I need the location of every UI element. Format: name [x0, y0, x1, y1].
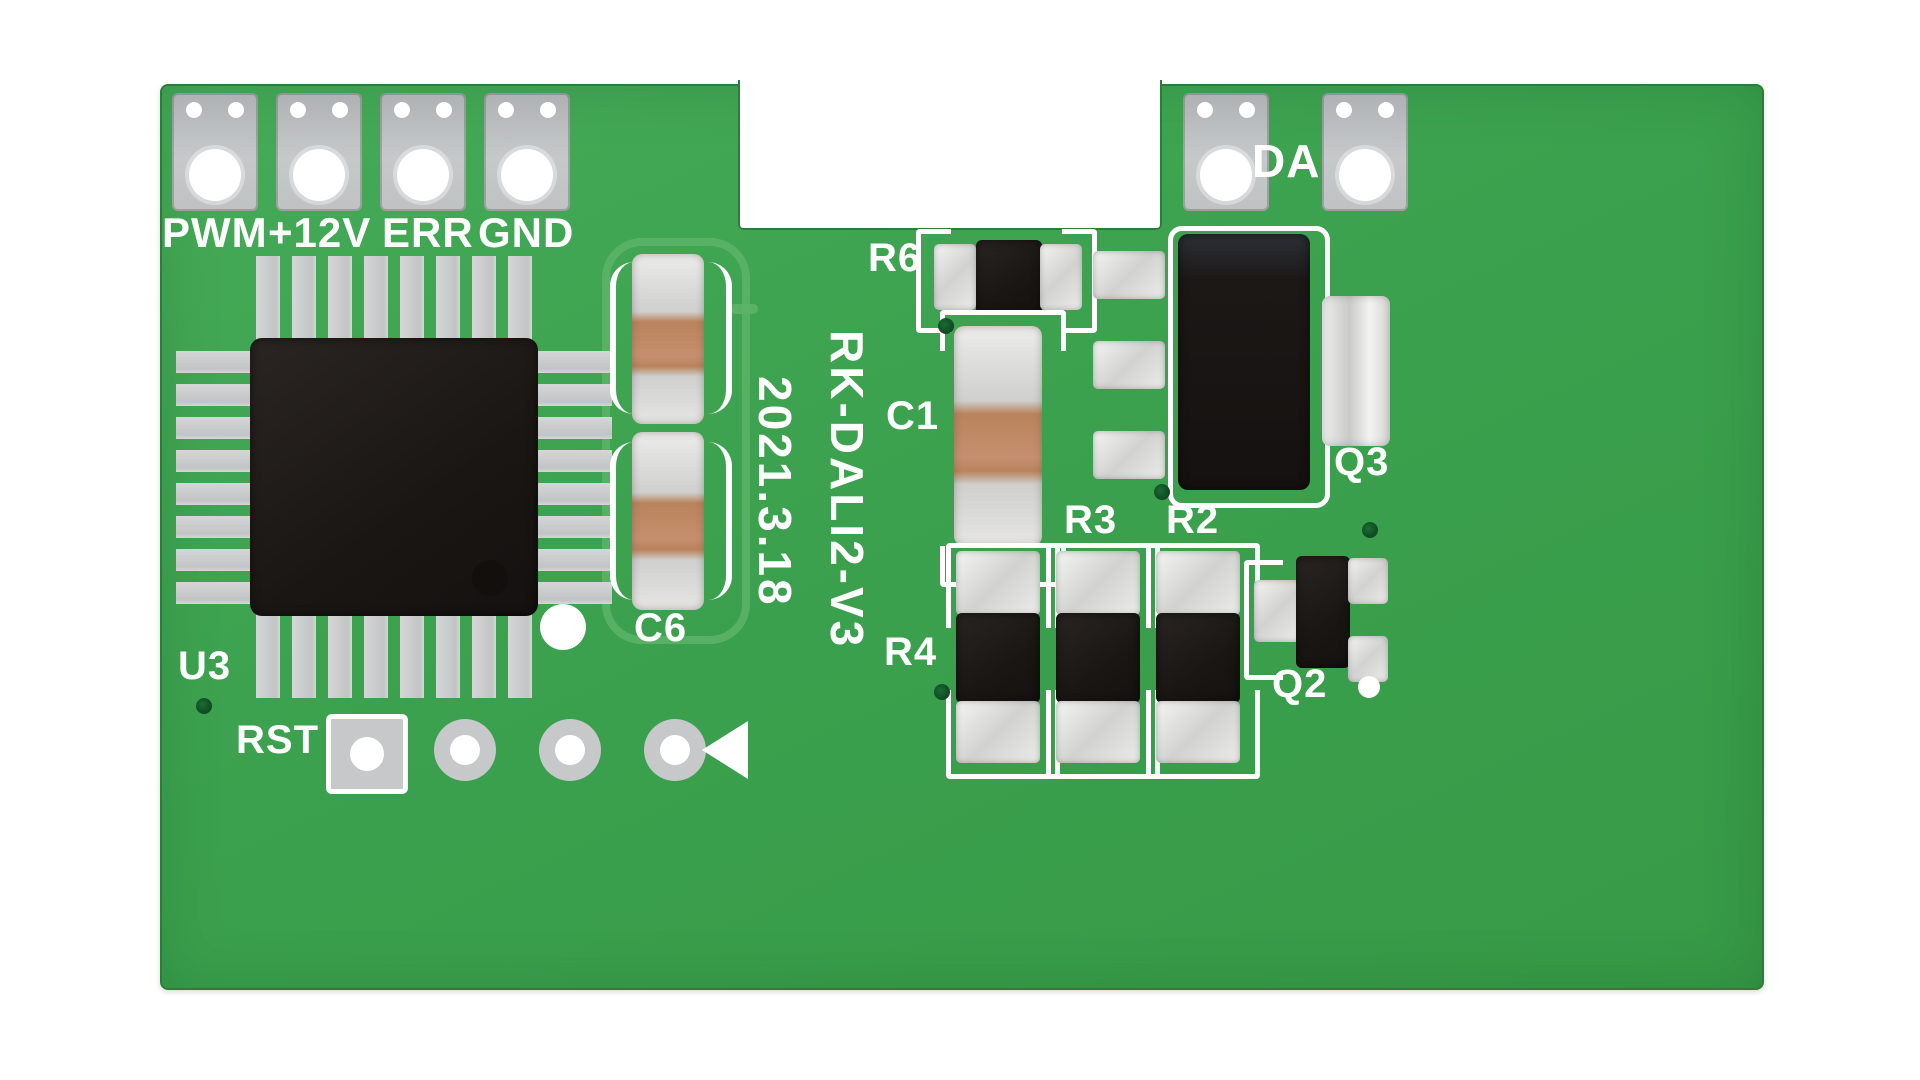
test-hole	[434, 719, 496, 781]
silkscreen-paren	[706, 442, 732, 600]
label-err: ERR	[382, 209, 474, 256]
pin-dot	[290, 102, 306, 118]
silkscreen-bracket	[1146, 690, 1260, 779]
board-date-text: 2021.3.18	[749, 376, 801, 608]
label-r3: R3	[1064, 498, 1118, 542]
pin-dot	[186, 102, 202, 118]
q3-pad	[1093, 431, 1165, 479]
silkscreen-paren	[610, 442, 636, 600]
connector-pad-da-2	[1322, 93, 1408, 211]
connector-pad-da-1	[1183, 93, 1269, 211]
resistor-r2-body	[1156, 613, 1240, 703]
white-via	[1358, 676, 1380, 698]
trace	[730, 304, 758, 314]
q3-pad	[1093, 341, 1165, 389]
ic-pins-bottom	[256, 612, 532, 698]
label-q2: Q2	[1272, 662, 1328, 706]
q2-pad	[1348, 558, 1388, 604]
connector-pad-gnd	[484, 93, 570, 211]
white-via	[540, 604, 586, 650]
resistor-r3-pad	[1056, 551, 1140, 615]
test-hole	[539, 719, 601, 781]
transistor-q2-body	[1296, 556, 1350, 668]
capacitor-c6-a	[632, 254, 704, 424]
connector-pad-12v	[276, 93, 362, 211]
label-da: DA	[1252, 135, 1321, 187]
silkscreen-bracket	[1244, 560, 1283, 680]
plated-hole	[397, 149, 449, 201]
resistor-r3-pad	[1056, 701, 1140, 763]
connector-pad-pwm	[172, 93, 258, 211]
pin-dot	[1197, 102, 1213, 118]
pin-dot	[1378, 102, 1394, 118]
pin-dot	[228, 102, 244, 118]
pin-dot	[498, 102, 514, 118]
resistor-r6-body	[976, 240, 1042, 314]
silkscreen-paren	[706, 262, 732, 414]
board-notch	[738, 80, 1162, 230]
pin-dot	[332, 102, 348, 118]
plated-hole	[501, 149, 553, 201]
label-q3: Q3	[1334, 440, 1390, 484]
label-12v: +12V	[268, 209, 372, 256]
resistor-r4-pad	[956, 551, 1040, 615]
ic-pins-right	[534, 351, 612, 604]
via	[196, 698, 212, 714]
rst-square-pad	[326, 714, 408, 794]
q2-pad	[1254, 580, 1300, 642]
ic-pins-top	[256, 256, 532, 342]
ic-pins-left	[176, 351, 254, 604]
pin-dot	[540, 102, 556, 118]
plated-hole	[1200, 149, 1252, 201]
hole-center	[450, 735, 480, 765]
test-hole	[644, 719, 706, 781]
label-rst: RST	[236, 718, 319, 762]
resistor-r2-pad	[1156, 701, 1240, 763]
label-u3: U3	[178, 644, 232, 688]
pin-dot	[1239, 102, 1255, 118]
capacitor-c1	[954, 326, 1042, 546]
ic-u3-body	[250, 338, 538, 616]
label-pwm: PWM	[162, 209, 268, 256]
board-model-text: RK-DALI2-V3	[821, 330, 873, 650]
plated-hole	[293, 149, 345, 201]
pin-dot	[1336, 102, 1352, 118]
silkscreen-bracket	[916, 229, 951, 333]
q3-pad	[1093, 251, 1165, 299]
q2-pad	[1348, 636, 1388, 682]
pin-dot	[394, 102, 410, 118]
label-c6: C6	[634, 606, 688, 650]
hole-center	[660, 735, 690, 765]
via	[938, 318, 954, 334]
hole-center	[555, 735, 585, 765]
silkscreen-paren	[610, 262, 636, 414]
label-r4: R4	[884, 630, 938, 674]
transistor-q3-body	[1178, 234, 1310, 490]
label-c1: C1	[886, 394, 940, 438]
q3-tab-pad	[1322, 296, 1390, 446]
plated-hole	[189, 149, 241, 201]
via	[1362, 522, 1378, 538]
pin-dot	[436, 102, 452, 118]
resistor-r3-body	[1056, 613, 1140, 703]
resistor-r2-pad	[1156, 551, 1240, 615]
rst-hole	[350, 737, 384, 771]
label-gnd: GND	[478, 209, 575, 256]
label-r6: R6	[868, 236, 922, 280]
label-r2: R2	[1166, 498, 1220, 542]
capacitor-c6-b	[632, 432, 704, 610]
resistor-r6-pad	[934, 244, 976, 310]
resistor-r4-body	[956, 613, 1040, 703]
plated-hole	[1339, 149, 1391, 201]
ic-pin1-mark	[472, 560, 508, 596]
resistor-r4-pad	[956, 701, 1040, 763]
resistor-r6-pad	[1040, 244, 1082, 310]
via	[1154, 484, 1170, 500]
silkscreen-arrow	[702, 721, 748, 779]
connector-pad-err	[380, 93, 466, 211]
via	[934, 684, 950, 700]
